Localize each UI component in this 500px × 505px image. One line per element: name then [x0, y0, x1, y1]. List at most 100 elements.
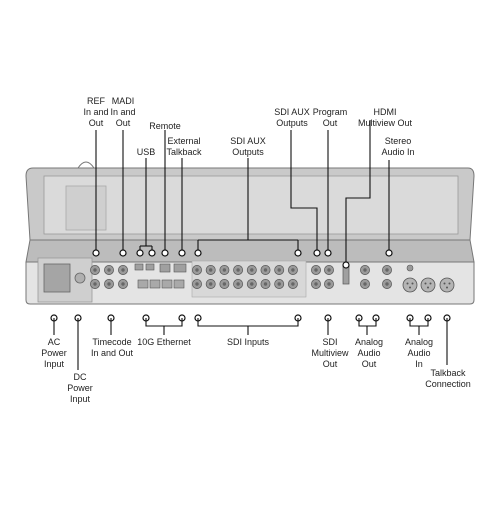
callout-dot — [136, 249, 144, 257]
callout-dot — [342, 261, 350, 269]
label-line: SDI — [322, 337, 338, 347]
leader-line — [145, 318, 183, 327]
dc-socket — [74, 272, 86, 284]
bnc-pin — [222, 268, 227, 272]
bnc-pin — [209, 268, 213, 272]
xlr-pin — [411, 282, 414, 285]
xlr-pin — [424, 282, 427, 285]
xlr-pin — [443, 282, 446, 285]
label-line: In — [415, 359, 423, 369]
label-line: Audio In — [381, 147, 415, 157]
bnc-pin — [93, 268, 97, 272]
ethernet-port — [149, 279, 161, 289]
label-ethernet-10g: 10G Ethernet — [137, 337, 191, 348]
rear-panel-ports — [90, 263, 455, 293]
bnc-pin — [195, 282, 199, 286]
label-line: Stereo — [384, 136, 412, 146]
callout-dot — [324, 249, 332, 257]
label-usb: USB — [137, 147, 156, 158]
bnc-pin — [291, 282, 295, 286]
bnc-pin — [250, 268, 254, 272]
label-line: 10G Ethernet — [137, 337, 191, 347]
ethernet-port — [137, 279, 149, 289]
label-line: Multiview — [311, 348, 349, 358]
label-line: In and — [83, 107, 109, 117]
iec-socket — [43, 263, 71, 293]
label-line: MADI — [111, 96, 135, 106]
label-line: SDI AUX — [274, 107, 310, 117]
top-knob — [77, 161, 95, 169]
callout-dot — [148, 249, 156, 257]
xlr-pin — [448, 282, 451, 285]
xlr-connector — [420, 277, 436, 293]
bnc-pin — [291, 268, 295, 272]
label-line: Input — [43, 359, 65, 369]
callout-dot — [194, 249, 202, 257]
label-line: Outputs — [232, 147, 264, 157]
label-line: DC — [73, 372, 87, 382]
label-line: SDI Inputs — [226, 337, 270, 347]
stereo-jack — [406, 264, 414, 272]
leader-lines — [50, 120, 451, 370]
bnc-pin — [107, 282, 111, 286]
xlr-connector — [439, 277, 455, 293]
xlr-pin — [406, 282, 409, 285]
usb-port — [145, 263, 155, 271]
talkback-port — [173, 263, 187, 273]
label-line: Audio — [407, 348, 431, 358]
usb-port — [134, 263, 144, 271]
label-line: Out — [322, 118, 338, 128]
top-window — [65, 185, 107, 231]
remote-port — [159, 263, 171, 273]
bnc-pin — [107, 268, 111, 272]
label-line: Input — [69, 394, 91, 404]
bnc-pin — [263, 268, 268, 272]
label-line: Power — [41, 348, 67, 358]
label-line: Talkback — [430, 368, 466, 378]
bnc-pin — [327, 268, 331, 272]
bnc-pin — [385, 268, 389, 272]
bnc-pin — [314, 282, 318, 286]
bnc-pin — [93, 282, 97, 286]
bnc-pin — [277, 282, 281, 286]
label-line: Connection — [425, 379, 471, 389]
label-line: Out — [361, 359, 377, 369]
hdmi-port — [342, 265, 350, 285]
leader-line — [345, 120, 371, 265]
callout-dot — [385, 249, 393, 257]
bnc-pin — [363, 268, 367, 272]
label-line: Out — [322, 359, 338, 369]
label-line: External — [167, 136, 201, 146]
xlr-connector — [402, 277, 418, 293]
label-line: Power — [67, 383, 93, 393]
callout-dot — [313, 249, 321, 257]
label-line: Multiview Out — [357, 118, 413, 128]
bnc-pin — [263, 282, 268, 286]
bnc-pin — [236, 282, 240, 286]
leader-line — [197, 318, 299, 327]
label-line: Out — [115, 118, 131, 128]
label-line: AC — [47, 337, 61, 347]
bnc-pin — [121, 268, 125, 272]
bnc-pin — [314, 268, 318, 272]
xlr-pin — [429, 282, 432, 285]
label-line: In and — [110, 107, 136, 117]
label-line: Audio — [357, 348, 381, 358]
bnc-pin — [236, 268, 240, 272]
ethernet-port — [161, 279, 173, 289]
label-line: USB — [136, 147, 156, 157]
bnc-pin — [195, 268, 199, 272]
label-line: Program — [312, 107, 348, 117]
callout-dot — [119, 249, 127, 257]
